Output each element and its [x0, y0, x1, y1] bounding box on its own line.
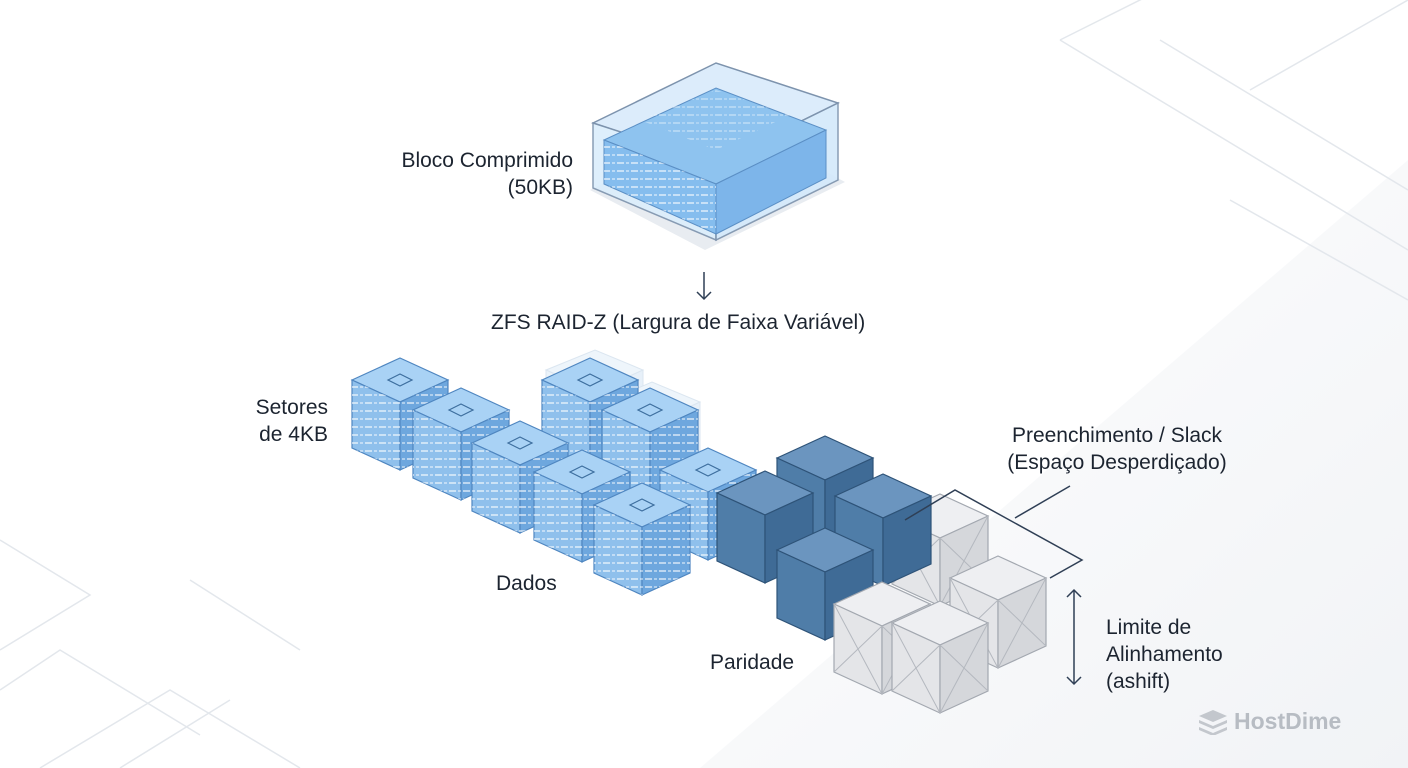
padding-cross-mark [891, 622, 989, 714]
drive-icon [576, 373, 604, 387]
parity-cube [833, 473, 933, 587]
drive-icon [628, 498, 656, 512]
padding-label-line1: Preenchimento / Slack [1011, 424, 1223, 447]
alignment-label-line1: Limite de [1106, 616, 1192, 639]
sectors-label-line1: Setores [255, 396, 328, 419]
padding-label: Preenchimento / Slack (Espaço Desperdiça… [975, 422, 1259, 476]
server-stack-icon [1199, 709, 1227, 735]
compressed-block-label: Bloco Comprimido (50KB) [355, 147, 573, 201]
cube-data-texture [352, 380, 400, 470]
parity-label: Paridade [710, 651, 795, 674]
drive-icon [636, 403, 664, 417]
padding-cube [890, 600, 990, 714]
alignment-label: Limite de Alinhamento (ashift) [1106, 614, 1223, 695]
raidz-label: ZFS RAID-Z (Largura de Faixa Variável) [491, 311, 866, 334]
drive-icon [506, 436, 534, 450]
drive-icon [447, 403, 475, 417]
cube-right [882, 495, 932, 587]
data-label: Dados [496, 572, 557, 595]
alignment-boundary-arrow [1066, 588, 1082, 686]
parity-cube [715, 470, 815, 584]
padding-cross-mark [833, 603, 931, 695]
drive-icon [386, 373, 414, 387]
alignment-label-line2: Alinhamento [1106, 643, 1223, 666]
padding-label-line2: (Espaço Desperdiçado) [1007, 451, 1227, 474]
data-cube [592, 482, 692, 596]
compressed-block-label-line2: (50KB) [507, 176, 573, 199]
sector-cubes [350, 357, 1048, 714]
compressed-block [590, 62, 845, 250]
cube-data-texture [594, 505, 642, 595]
compressed-block-label-line1: Bloco Comprimido [401, 149, 573, 172]
sectors-label-line2: de 4KB [259, 423, 328, 446]
drive-icon [568, 465, 596, 479]
alignment-label-line3: (ashift) [1106, 670, 1171, 693]
drive-icon [694, 463, 722, 477]
arrow-down-icon [696, 272, 712, 301]
sectors-label: Setores de 4KB [226, 394, 328, 448]
padding-bracket [904, 485, 1084, 579]
brand-name: HostDime [1234, 708, 1342, 734]
cube-data-texture [472, 443, 520, 533]
cube-data-texture [534, 472, 582, 562]
brand-logo: HostDime [1198, 708, 1341, 735]
cube-data-texture [413, 410, 461, 500]
cube-data-texture [642, 505, 690, 595]
